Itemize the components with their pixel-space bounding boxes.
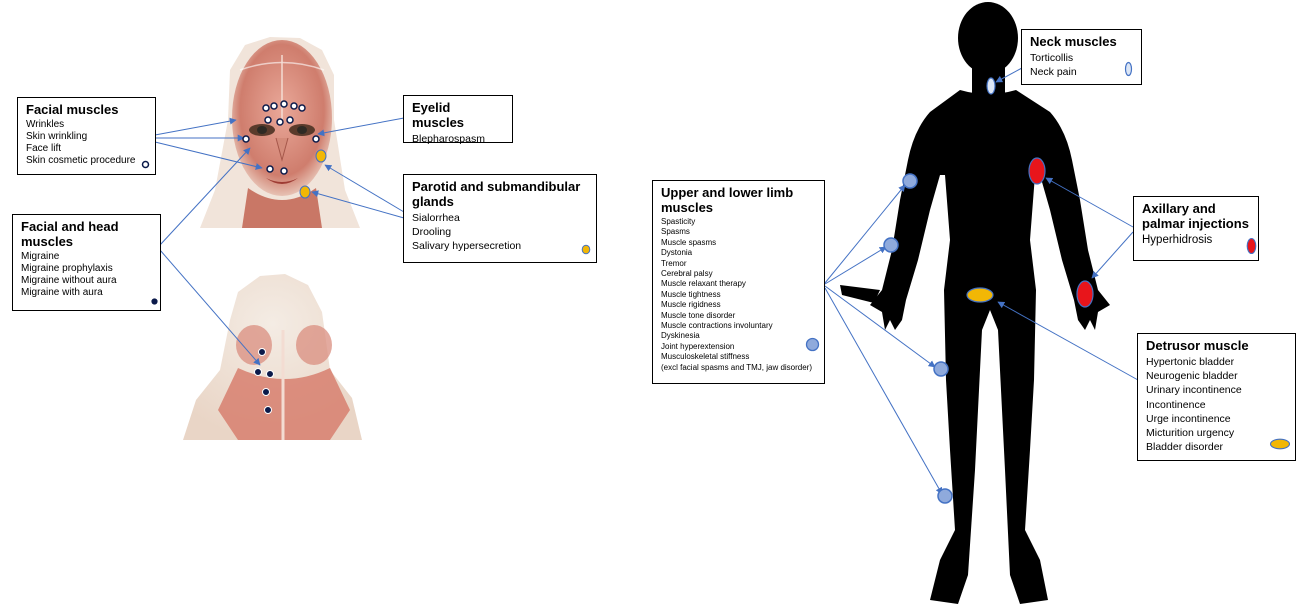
facial-head-muscles-title: Facial and head muscles xyxy=(21,219,152,249)
limb-indication-note: (excl facial spasms and TMJ, jaw disorde… xyxy=(661,363,816,373)
limb-indication: Spasms xyxy=(661,227,816,237)
axillary-indication: Hyperhidrosis xyxy=(1142,233,1250,247)
parotid-indication: Sialorrhea xyxy=(412,211,588,225)
neck-muscles-title: Neck muscles xyxy=(1030,34,1133,49)
limb-indication: Cerebral palsy xyxy=(661,269,816,279)
parotid-glands-box: Parotid and submandibular glands Sialorr… xyxy=(403,174,597,263)
limb-indication: Joint hyperextension xyxy=(661,342,816,352)
detrusor-muscle-box: Detrusor muscle Hypertonic bladder Neuro… xyxy=(1137,333,1296,461)
neck-marker-legend-icon xyxy=(1124,61,1133,77)
limb-indication: Muscle tightness xyxy=(661,290,816,300)
axillary-palmar-box: Axillary and palmar injections Hyperhidr… xyxy=(1133,196,1259,261)
neck-muscles-box: Neck muscles Torticollis Neck pain xyxy=(1021,29,1142,85)
neck-injection-marker xyxy=(987,78,995,94)
parotid-indication: Drooling xyxy=(412,225,588,239)
detrusor-indication: Incontinence xyxy=(1146,398,1287,412)
bladder-injection-marker xyxy=(967,288,993,302)
head-indication: Migraine prophylaxis xyxy=(21,263,152,275)
neck-indication: Torticollis xyxy=(1030,51,1133,65)
limb-indication: Dystonia xyxy=(661,248,816,258)
limb-indication: Muscle relaxant therapy xyxy=(661,279,816,289)
limb-indication: Muscle contractions involuntary xyxy=(661,321,816,331)
detrusor-indication: Micturition urgency xyxy=(1146,426,1287,440)
eyelid-muscles-box: Eyelid muscles Blepharospasm xyxy=(403,95,513,143)
sweat-marker-legend-icon xyxy=(1246,237,1257,255)
limb-indication: Spasticity xyxy=(661,217,816,227)
eyelid-muscles-title: Eyelid muscles xyxy=(412,100,504,130)
neck-indication: Neck pain xyxy=(1030,65,1133,79)
limb-indication: Muscle rigidness xyxy=(661,300,816,310)
head-marker-legend-icon xyxy=(150,297,159,306)
limb-indication: Muscle spasms xyxy=(661,238,816,248)
head-back-illustration xyxy=(183,274,362,440)
facial-marker-legend-icon xyxy=(141,160,150,169)
detrusor-indication: Neurogenic bladder xyxy=(1146,369,1287,383)
facial-indication: Skin cosmetic procedure xyxy=(26,155,147,167)
limb-indication: Dyskinesia xyxy=(661,331,816,341)
facial-indication: Wrinkles xyxy=(26,119,147,131)
facial-muscles-title: Facial muscles xyxy=(26,102,147,117)
limb-muscles-title: Upper and lower limb muscles xyxy=(661,185,816,215)
limb-marker-legend-icon xyxy=(805,337,820,352)
head-indication: Migraine with aura xyxy=(21,287,152,299)
head-indication: Migraine xyxy=(21,251,152,263)
parotid-indication: Salivary hypersecretion xyxy=(412,239,588,253)
limb-indication: Tremor xyxy=(661,259,816,269)
axillary-palmar-title: Axillary and palmar injections xyxy=(1142,201,1250,231)
detrusor-muscle-title: Detrusor muscle xyxy=(1146,338,1287,353)
facial-indication: Face lift xyxy=(26,143,147,155)
facial-muscles-box: Facial muscles Wrinkles Skin wrinkling F… xyxy=(17,97,156,175)
gland-marker-legend-icon xyxy=(581,244,591,255)
bladder-marker-legend-icon xyxy=(1269,438,1291,450)
limb-indication: Musculoskeletal stiffness xyxy=(661,352,816,362)
detrusor-indication: Hypertonic bladder xyxy=(1146,355,1287,369)
body-silhouette xyxy=(840,2,1110,604)
facial-head-muscles-box: Facial and head muscles Migraine Migrain… xyxy=(12,214,161,311)
limb-indication: Muscle tone disorder xyxy=(661,311,816,321)
detrusor-indication: Urge incontinence xyxy=(1146,412,1287,426)
head-indication: Migraine without aura xyxy=(21,275,152,287)
limb-muscles-box: Upper and lower limb muscles Spasticity … xyxy=(652,180,825,384)
detrusor-indication: Bladder disorder xyxy=(1146,440,1287,454)
parotid-glands-title: Parotid and submandibular glands xyxy=(412,179,588,209)
facial-indication: Skin wrinkling xyxy=(26,131,147,143)
eyelid-indication: Blepharospasm xyxy=(412,132,504,146)
detrusor-indication: Urinary incontinence xyxy=(1146,383,1287,397)
